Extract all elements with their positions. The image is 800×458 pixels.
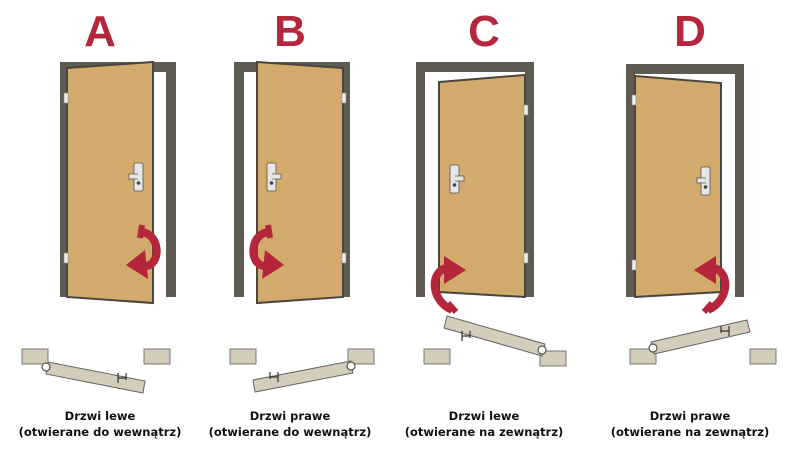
caption-subtitle: (otwierane na zewnątrz) [610,425,770,439]
door-caption: Drzwi prawe (otwierane na zewnątrz) [590,408,790,440]
door-panel-d: D Drzwi prawe (otwierane na zewn [590,0,790,458]
floor-plan [229,348,375,393]
door-leaf [256,60,344,305]
door-c-illustration [416,62,567,367]
hinge-bottom-icon [631,259,637,271]
panel-letter: B [274,7,306,56]
caption-subtitle: (otwierane do wewnątrz) [18,425,182,439]
panel-letter: D [674,7,706,56]
hinge-top-icon [631,94,637,106]
caption-subtitle: (otwierane do wewnątrz) [208,425,372,439]
caption-title: Drzwi prawe [649,409,731,423]
hinge-top-icon [341,92,347,104]
door-leaf [66,60,154,305]
door-panel-b: B Drzwi prawe (otwierane do wewn [190,0,390,458]
rotation-arrow-icon [430,256,466,314]
rotation-arrow-icon [249,224,284,279]
floor-plan [21,348,171,394]
rotation-arrow-icon [126,224,161,279]
door-panel-a: A Drzwi lewe (otwierane do wewną [0,0,200,458]
door-b-illustration [229,60,375,393]
rotation-arrow-icon [694,256,730,314]
panel-letter: C [468,7,500,56]
caption-title: Drzwi prawe [249,409,331,423]
door-handle-icon [449,164,465,194]
floor-plan [423,315,567,367]
door-leaf [438,73,526,299]
floor-plan [629,319,777,365]
door-a-illustration [21,60,176,394]
door-caption: Drzwi lewe (otwierane na zewnątrz) [384,408,584,440]
door-caption: Drzwi prawe (otwierane do wewnątrz) [190,408,390,440]
caption-title: Drzwi lewe [448,409,520,423]
door-handle-icon [266,162,282,192]
door-caption: Drzwi lewe (otwierane do wewnątrz) [0,408,200,440]
hinge-bottom-icon [63,252,69,264]
panel-letter: A [84,7,116,56]
door-d-illustration [626,64,777,365]
door-handle-icon [696,166,711,196]
hinge-top-icon [63,92,69,104]
caption-title: Drzwi lewe [64,409,136,423]
door-panel-c: C Drzwi lewe (otwierane na zewną [384,0,584,458]
hinge-bottom-icon [341,252,347,264]
hinge-bottom-icon [523,252,529,264]
hinge-top-icon [523,104,529,116]
door-handle-icon [128,162,144,192]
caption-subtitle: (otwierane na zewnątrz) [404,425,564,439]
